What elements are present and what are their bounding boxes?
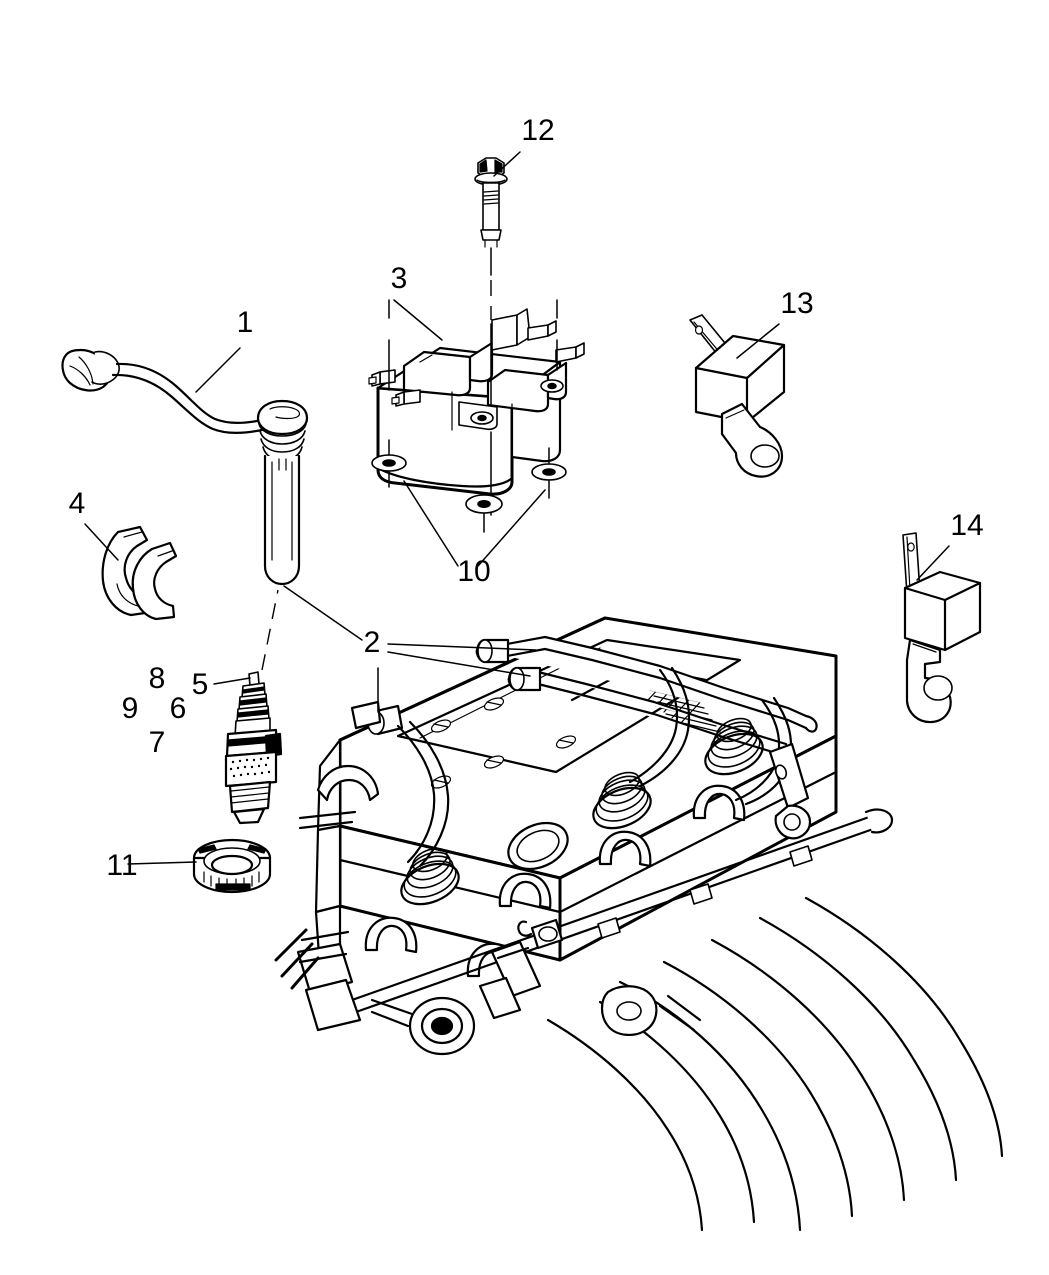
callout-number-10: 10	[457, 555, 490, 588]
leader-1	[195, 347, 241, 393]
part-spark-plug	[224, 671, 283, 825]
callout-number-7: 7	[149, 726, 166, 759]
part-capacitor-upper	[689, 314, 786, 478]
leader-10b	[477, 489, 546, 567]
part-spark-plug-cable	[61, 348, 309, 586]
spark-plug-axis-dash	[261, 589, 279, 671]
leader-lines	[84, 151, 950, 865]
spark-plug-well-1	[400, 847, 460, 906]
part-spark-plug-tube-seal	[192, 838, 272, 894]
part-coil-mounting-grommets	[371, 439, 567, 533]
spark-plug-well-2	[592, 771, 652, 830]
callout-number-13: 13	[780, 287, 813, 320]
callout-number-6: 6	[170, 692, 187, 725]
part-ignition-coil-pack	[368, 308, 585, 496]
leader-2b	[387, 643, 537, 651]
leader-4	[84, 523, 119, 561]
leader-13	[736, 323, 780, 359]
callout-number-2: 2	[364, 626, 381, 659]
callout-number-5: 5	[192, 668, 209, 701]
callout-number-11: 11	[106, 849, 137, 882]
leader-3	[393, 299, 443, 341]
leader-11	[127, 861, 197, 865]
callout-number-14: 14	[950, 509, 983, 542]
leader-2c	[387, 651, 531, 677]
part-coil-mounting-bolt	[474, 157, 508, 248]
leader-14	[916, 545, 950, 581]
callout-number-8: 8	[149, 662, 166, 695]
part-cable-retaining-clip	[101, 525, 178, 621]
leader-5	[213, 677, 251, 685]
leader-2a	[283, 585, 363, 641]
part-capacitor-lower	[902, 532, 982, 724]
leader-10a	[403, 480, 459, 567]
callout-number-4: 4	[69, 487, 86, 520]
callout-number-12: 12	[521, 114, 554, 147]
callout-number-9: 9	[122, 692, 139, 725]
leader-12	[493, 151, 521, 177]
callout-number-3: 3	[391, 262, 408, 295]
engine-cylinder-head-assembly	[274, 616, 1004, 1232]
callout-number-1: 1	[237, 306, 254, 339]
